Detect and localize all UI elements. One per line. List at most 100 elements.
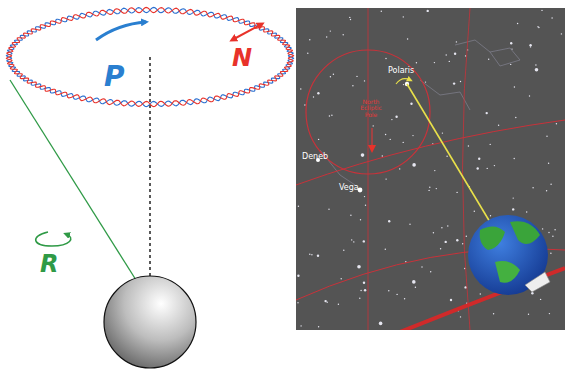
star	[385, 178, 386, 179]
star	[490, 144, 491, 145]
star	[324, 300, 326, 302]
star	[333, 74, 334, 75]
star-name: Vega	[339, 183, 359, 192]
star	[436, 188, 437, 189]
continent	[510, 221, 540, 244]
star	[300, 325, 301, 326]
star	[390, 139, 391, 140]
star	[297, 275, 299, 277]
star	[360, 219, 361, 220]
star	[529, 44, 531, 46]
star	[550, 253, 551, 254]
star	[410, 103, 412, 105]
star	[460, 81, 461, 82]
star	[442, 132, 443, 133]
star	[456, 41, 457, 42]
star	[298, 206, 299, 207]
star	[552, 236, 553, 237]
star	[535, 68, 539, 72]
grid-arc	[463, 8, 471, 330]
star	[300, 88, 301, 89]
star	[363, 240, 365, 242]
star	[351, 239, 352, 240]
star	[445, 241, 447, 243]
spin-arrow	[525, 272, 550, 292]
star	[360, 290, 361, 291]
star	[550, 184, 551, 185]
star	[403, 84, 404, 85]
star	[356, 76, 357, 77]
stars	[297, 10, 562, 328]
star	[357, 265, 361, 269]
spin-axis	[10, 80, 136, 280]
star	[542, 228, 543, 229]
star	[456, 239, 458, 241]
star	[498, 125, 499, 126]
star	[350, 215, 351, 216]
star	[412, 280, 416, 284]
star	[546, 190, 547, 191]
star	[317, 255, 319, 257]
star	[361, 153, 365, 157]
rotation-arrow	[36, 232, 71, 246]
star	[450, 299, 452, 301]
star	[474, 211, 475, 212]
star	[381, 11, 382, 12]
star	[311, 254, 312, 255]
star	[338, 304, 339, 305]
star	[429, 187, 430, 188]
star	[529, 95, 530, 96]
star	[466, 236, 467, 237]
star	[328, 209, 329, 210]
star	[307, 53, 308, 54]
sky-panel	[296, 8, 565, 330]
star	[510, 64, 511, 65]
star	[551, 17, 552, 18]
star	[454, 53, 456, 55]
star	[494, 165, 495, 166]
grid-arc	[368, 8, 369, 330]
star	[515, 117, 516, 118]
star	[318, 139, 319, 140]
continent	[495, 261, 520, 283]
star	[548, 232, 549, 233]
star	[433, 232, 434, 233]
star	[456, 192, 457, 193]
star	[530, 46, 531, 47]
star	[309, 254, 310, 255]
star	[318, 326, 319, 327]
star	[556, 123, 557, 124]
star	[297, 302, 298, 303]
star	[490, 215, 491, 216]
sphere	[104, 276, 196, 368]
pole-label: North Ecliptic Pole	[358, 99, 384, 118]
star	[373, 125, 374, 126]
star	[412, 163, 416, 167]
star	[447, 225, 448, 226]
star-name: Polaris	[388, 66, 414, 75]
star	[440, 248, 441, 249]
star	[467, 49, 468, 50]
star	[416, 62, 417, 63]
star	[317, 92, 319, 94]
star	[493, 313, 494, 314]
star	[365, 205, 366, 206]
pole-arrow	[371, 128, 372, 150]
star	[526, 211, 527, 212]
star	[382, 155, 383, 156]
star	[388, 220, 390, 222]
star	[343, 250, 344, 251]
star	[350, 19, 351, 20]
star	[460, 316, 461, 317]
star	[548, 163, 549, 164]
star	[330, 76, 331, 77]
star	[415, 287, 416, 288]
star	[396, 294, 397, 295]
star	[421, 266, 422, 267]
star	[343, 34, 344, 35]
star	[512, 208, 514, 210]
precession-ring	[6, 7, 293, 106]
star	[441, 227, 442, 228]
